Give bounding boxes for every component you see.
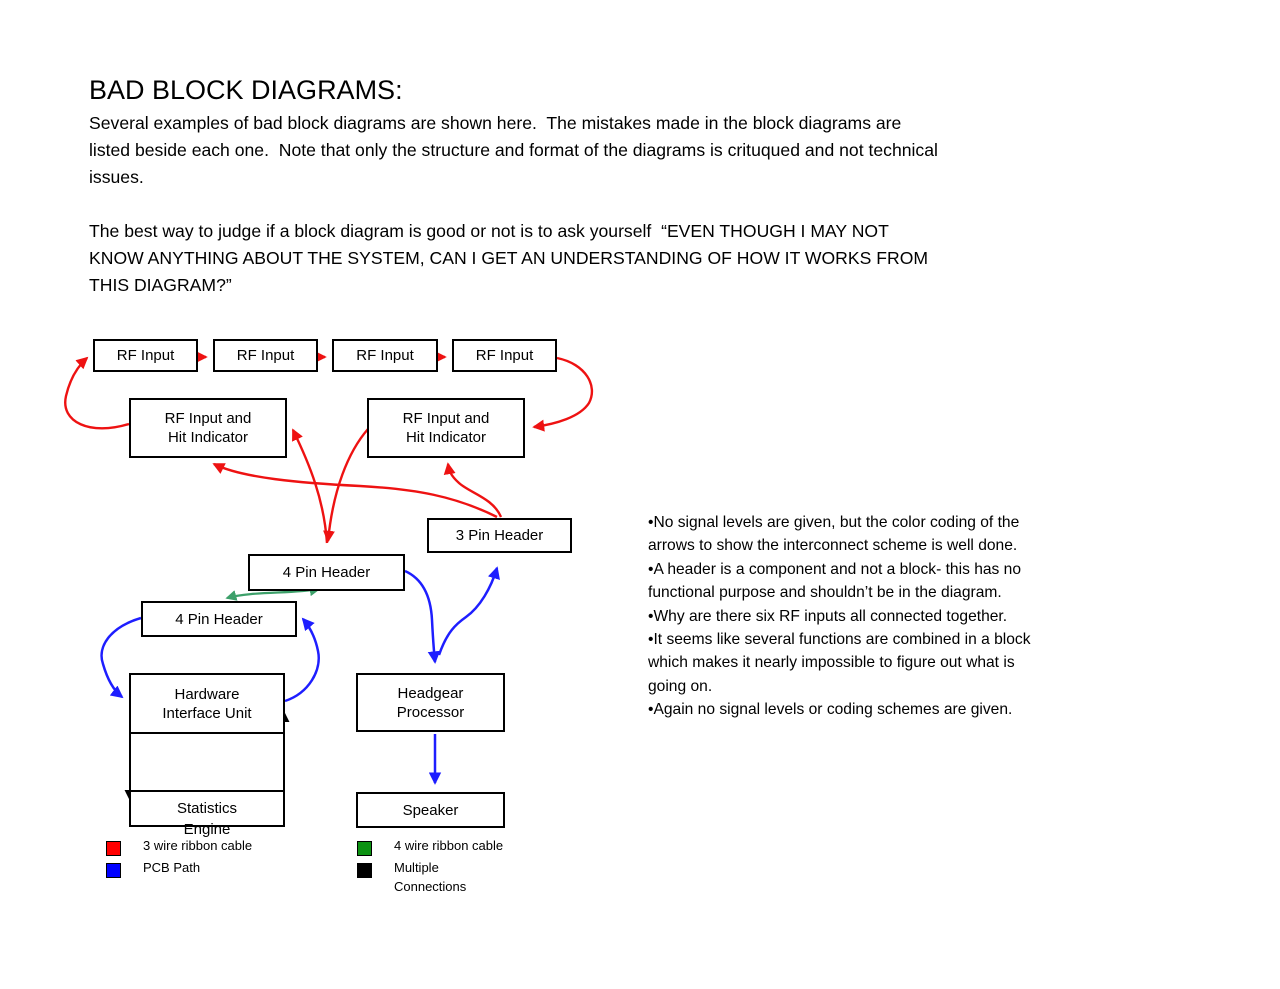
bullet-line: •Why are there six RF inputs all connect… [648,607,1008,625]
legend-swatch-red [106,841,121,856]
intro-line: issues. [89,167,144,187]
block-4-pin-header-lower: 4 Pin Header [141,601,297,637]
bullet-line: •A header is a component and not a block… [648,560,1022,578]
page-title: BAD BLOCK DIAGRAMS: [89,75,403,105]
block-hardware-interface-stack: Hardware Interface Unit Statistics Engin… [129,673,285,838]
legend-swatch-green [357,841,372,856]
block-hardware-interface-unit-label: Hardware Interface Unit [162,685,252,722]
legend-label: 3 wire ribbon cable [143,838,253,853]
intro-line: listed beside each one. Note that only t… [89,140,938,160]
block-rf-input-1: RF Input [93,339,198,372]
block-statistics-label: Statistics [176,800,237,817]
block-rf-input-3: RF Input [332,339,438,372]
arrow-4pin-hitleft [291,428,329,544]
question-line: THIS DIAGRAM?” [89,275,232,295]
arrow-hitright-4pin [323,428,369,543]
block-rf-input-2: RF Input [213,339,318,372]
arrow-4pinupper-headgear [404,569,441,664]
bullet-line: functional purpose and shouldn’t be in t… [648,584,1002,602]
legend-swatch-blue [106,863,121,878]
bullet-line: •No signal levels are given, but the col… [648,514,1020,531]
bullet-line: going on. [648,677,713,695]
question-line: KNOW ANYTHING ABOUT THE SYSTEM, CAN I GE… [89,248,929,268]
legend-label: 4 wire ribbon cable [394,838,504,853]
block-rf-hit-indicator-left: RF Input and Hit Indicator [129,398,287,458]
arrow-3pin-hitleft [212,462,498,519]
block-statistics-engine-overflow-label: Engine [183,821,231,838]
block-3-pin-header: 3 Pin Header [427,518,572,553]
legend-label: PCB Path [143,860,201,875]
legend-swatch-black [357,863,372,878]
arrow-headgear-3pin [437,566,500,656]
bullet-line: arrows to show the interconnect scheme i… [648,537,1018,555]
block-rf-hit-indicator-right: RF Input and Hit Indicator [367,398,525,458]
divider-line [131,732,283,734]
critique-list: •No signal levels are given, but the col… [648,511,1031,722]
question-paragraph: The best way to judge if a block diagram… [89,218,928,299]
block-4-pin-header-upper: 4 Pin Header [248,554,405,591]
block-headgear-processor: Headgear Processor [356,673,505,732]
bullet-line: •It seems like several functions are com… [648,631,1031,649]
question-line: The best way to judge if a block diagram… [89,221,889,241]
intro-line: Several examples of bad block diagrams a… [89,113,902,133]
bullet-line: which makes it nearly impossible to figu… [648,654,1015,672]
legend-label: Multiple Connections [394,860,467,894]
bullet-line: •Again no signal levels or coding scheme… [648,701,1013,719]
divider-line [131,790,283,792]
intro-paragraph: Several examples of bad block diagrams a… [89,110,938,191]
arrow-3pin-hitright [443,462,503,518]
block-rf-input-4: RF Input [452,339,557,372]
block-speaker: Speaker [356,792,505,828]
